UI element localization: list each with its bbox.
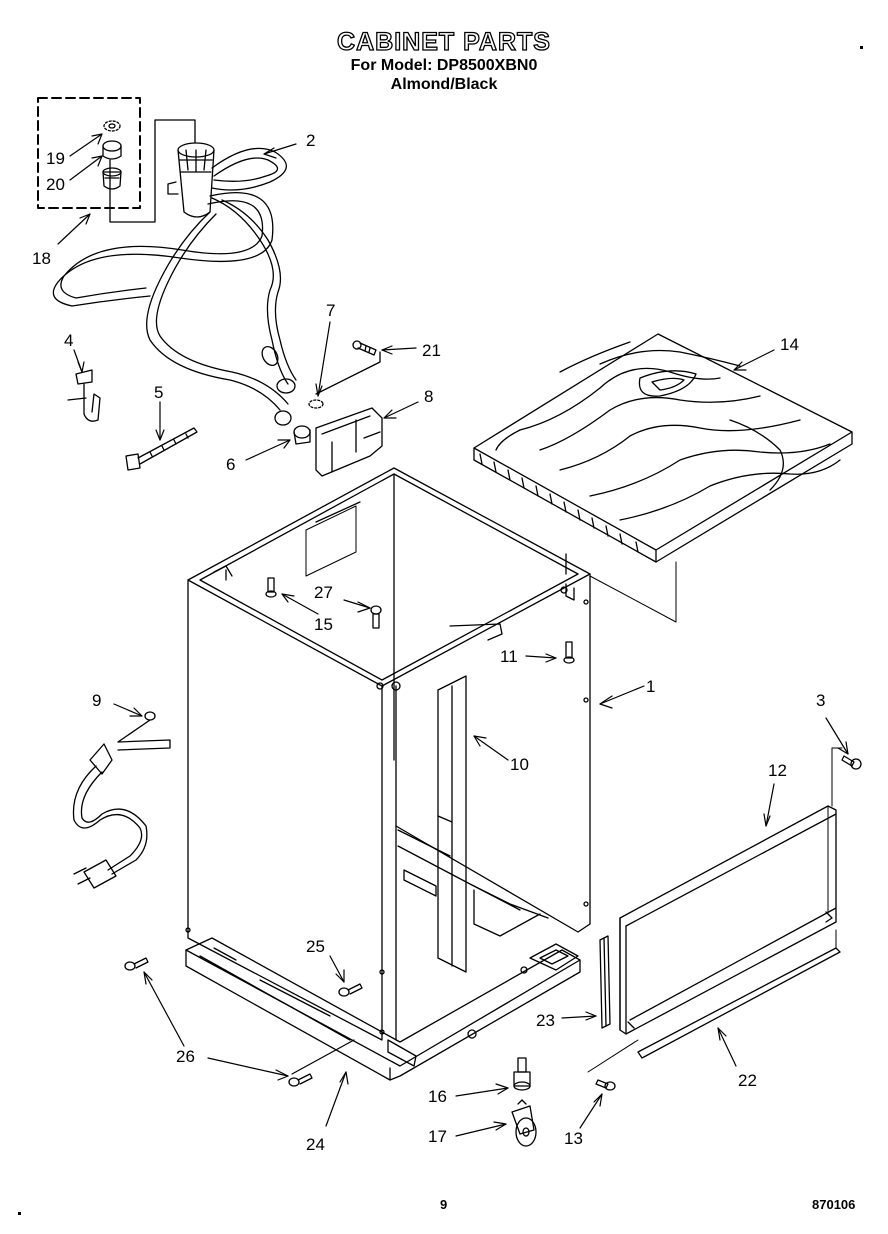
callout-18: 18 <box>32 249 51 268</box>
callout-14: 14 <box>780 335 799 354</box>
callout-19: 19 <box>46 149 65 168</box>
part-15-screw <box>265 577 277 598</box>
part-27-screw <box>370 605 382 629</box>
model-line: For Model: DP8500XBN0 <box>350 57 538 74</box>
part-20-adapter <box>102 140 122 190</box>
part-8-bracket <box>315 407 383 477</box>
part-7-washer <box>308 399 324 409</box>
callout-5: 5 <box>154 383 163 402</box>
part-4-hose-clip <box>67 369 101 422</box>
part-25-screw <box>338 983 363 997</box>
callout-4: 4 <box>64 331 73 350</box>
color-line: Almond/Black <box>390 76 498 93</box>
part-2-faucet-connector-hose <box>52 142 297 426</box>
part-6-nut <box>293 425 311 445</box>
callout-6: 6 <box>226 455 235 474</box>
callout-12: 12 <box>768 761 787 780</box>
part-16-caster-stem <box>513 1057 531 1091</box>
callout-20: 20 <box>46 175 65 194</box>
part-23-side-trim <box>599 935 611 1029</box>
corner-mark <box>18 46 863 1215</box>
callout-23: 23 <box>536 1011 555 1030</box>
callout-13: 13 <box>564 1129 583 1148</box>
callout-9: 9 <box>92 691 101 710</box>
callout-27: 27 <box>314 583 333 602</box>
title-block: CABINET PARTS For Model: DP8500XBN0 Almo… <box>0 27 888 94</box>
callout-17: 17 <box>428 1127 447 1146</box>
callout-26: 26 <box>176 1047 195 1066</box>
part-17-caster <box>511 1099 537 1147</box>
page-number: 9 <box>440 1197 448 1212</box>
callout-16: 16 <box>428 1087 447 1106</box>
part-9-power-cord <box>72 711 171 889</box>
callout-24: 24 <box>306 1135 325 1154</box>
callout-8: 8 <box>424 387 433 406</box>
part-10-side-panel <box>437 675 467 973</box>
part-22-trim-strip <box>637 929 841 1059</box>
callout-11: 11 <box>500 647 518 666</box>
part-24-base <box>185 829 581 1081</box>
callout-21: 21 <box>422 341 441 360</box>
callout-2: 2 <box>306 131 315 150</box>
callout-25: 25 <box>306 937 325 956</box>
callout-3: 3 <box>816 691 825 710</box>
part-18-kit-box <box>37 97 196 223</box>
callout-numbers: 1 2 3 4 5 6 7 8 9 10 11 12 13 14 15 16 1… <box>32 131 825 1154</box>
page-title: CABINET PARTS <box>336 27 551 56</box>
callout-leader-lines <box>57 133 849 1137</box>
part-19-washer <box>103 120 121 132</box>
part-3-screw <box>841 755 862 770</box>
part-1-cabinet <box>185 467 591 1041</box>
part-13-screw <box>587 1039 639 1091</box>
callout-15: 15 <box>314 615 333 634</box>
part-11-screw <box>563 641 575 664</box>
part-number: 870106 <box>812 1197 856 1212</box>
callout-1: 1 <box>646 677 655 696</box>
part-5-cable-tie <box>125 427 198 471</box>
part-26-screw <box>124 957 313 1087</box>
part-21-screw <box>315 340 381 395</box>
callout-7: 7 <box>326 301 335 320</box>
callout-22: 22 <box>738 1071 757 1090</box>
part-12-front-panel <box>619 747 843 1035</box>
part-14-wood-top <box>473 333 853 623</box>
callout-10: 10 <box>510 755 529 774</box>
